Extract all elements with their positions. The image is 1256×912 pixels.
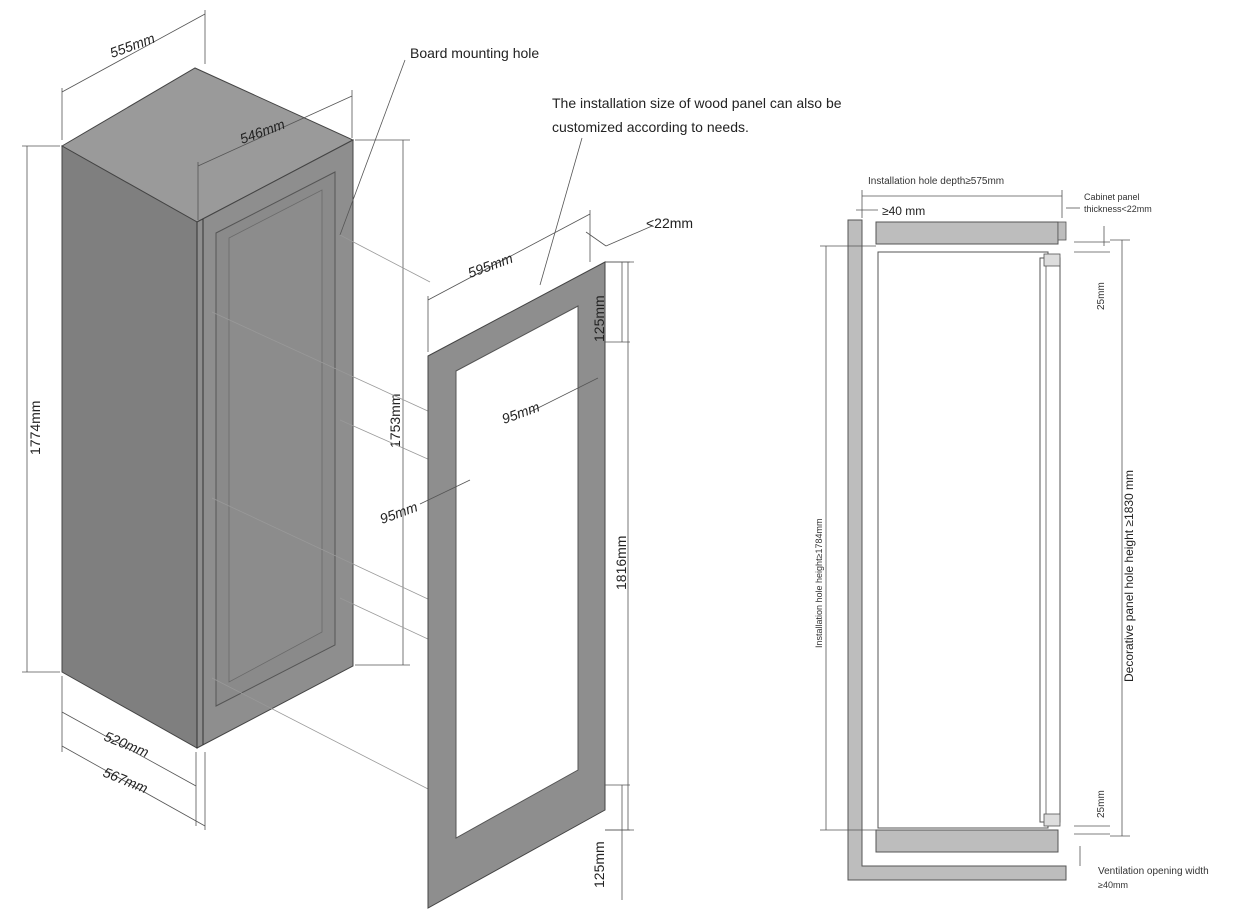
label-cabinet-panel-2: thickness<22mm	[1084, 204, 1152, 214]
label-hole-depth: Installation hole depth≥575mm	[868, 176, 1004, 187]
label-cabinet-panel-1: Cabinet panel	[1084, 192, 1140, 202]
section-bottom-board	[875, 829, 1059, 853]
label-board-mounting-hole: Board mounting hole	[410, 45, 539, 61]
cabinet-drawing	[60, 67, 355, 749]
label-panel-note-line1: The installation size of wood panel can …	[552, 95, 842, 111]
board-mounting-hole-callout: Board mounting hole	[339, 45, 539, 236]
section-view	[847, 219, 1067, 881]
label-1753mm: 1753mm	[387, 394, 403, 448]
label-decor-hole-height: Decorative panel hole height ≥1830 mm	[1122, 470, 1136, 682]
label-520mm: 520mm	[102, 728, 152, 760]
label-25mm-top: 25mm	[1096, 282, 1107, 310]
label-1816mm: 1816mm	[613, 536, 629, 590]
label-25mm-bottom: 25mm	[1096, 790, 1107, 818]
wood-panel-window	[455, 305, 579, 839]
label-595mm: 595mm	[466, 250, 516, 281]
label-555mm: 555mm	[108, 30, 158, 61]
section-door	[1039, 257, 1061, 823]
label-panel-note-line2: customized according to needs.	[552, 119, 749, 135]
label-1774mm: 1774mm	[27, 401, 43, 455]
label-vent-2: ≥40mm	[1098, 880, 1128, 890]
section-appliance	[877, 251, 1049, 829]
label-95mm-left: 95mm	[378, 498, 420, 526]
cabinet-side-face	[61, 145, 198, 749]
section-top-board	[875, 221, 1059, 245]
label-vent-1: Ventilation opening width	[1098, 866, 1209, 877]
label-567mm: 567mm	[101, 764, 151, 796]
projection-lines	[211, 234, 431, 791]
label-hole-height: Installation hole height≥1784mm	[814, 518, 824, 648]
label-panel-thickness: <22mm	[646, 215, 693, 231]
cabinet-door-glass	[228, 189, 323, 683]
wood-panel-drawing	[427, 261, 606, 909]
panel-note-callout: The installation size of wood panel can …	[539, 95, 842, 286]
label-125mm-top: 125mm	[591, 295, 607, 342]
label-125mm-bottom: 125mm	[591, 841, 607, 888]
label-gap-40: ≥40 mm	[882, 204, 925, 218]
section-cabinet-wall	[847, 219, 1067, 881]
section-dimensions: Installation hole depth≥575mm ≥40 mm Cab…	[814, 176, 1209, 890]
